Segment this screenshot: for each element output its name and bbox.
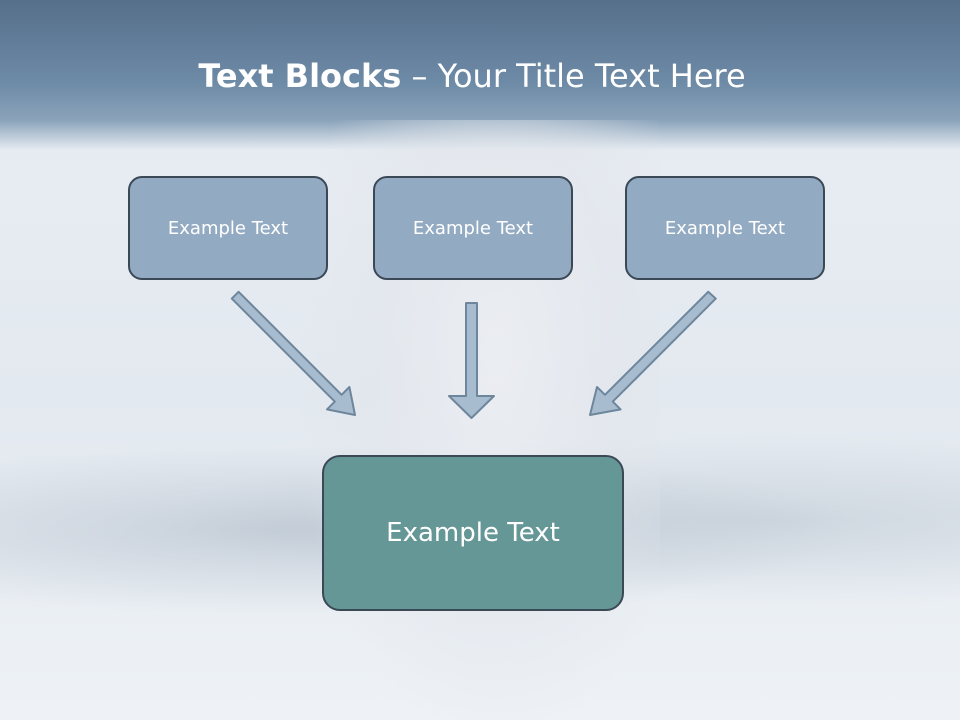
title-rest: Your Title Text Here [437,57,746,95]
text-block-bottom[interactable]: Example Text [322,455,624,611]
title-bold-part: Text Blocks [198,57,402,95]
slide-title: Text Blocks – Your Title Text Here [0,54,944,98]
arrow-right-diagonal [589,290,717,416]
arrow-left-diagonal [230,290,356,416]
text-block-left-label: Example Text [167,217,289,239]
text-block-bottom-label: Example Text [386,518,560,548]
text-block-right-label: Example Text [664,217,786,239]
text-block-right[interactable]: Example Text [625,176,825,280]
text-block-left[interactable]: Example Text [128,176,328,280]
text-block-center-label: Example Text [412,217,534,239]
title-separator: – [401,57,438,95]
text-block-center[interactable]: Example Text [373,176,573,280]
arrow-center-down [448,302,495,419]
